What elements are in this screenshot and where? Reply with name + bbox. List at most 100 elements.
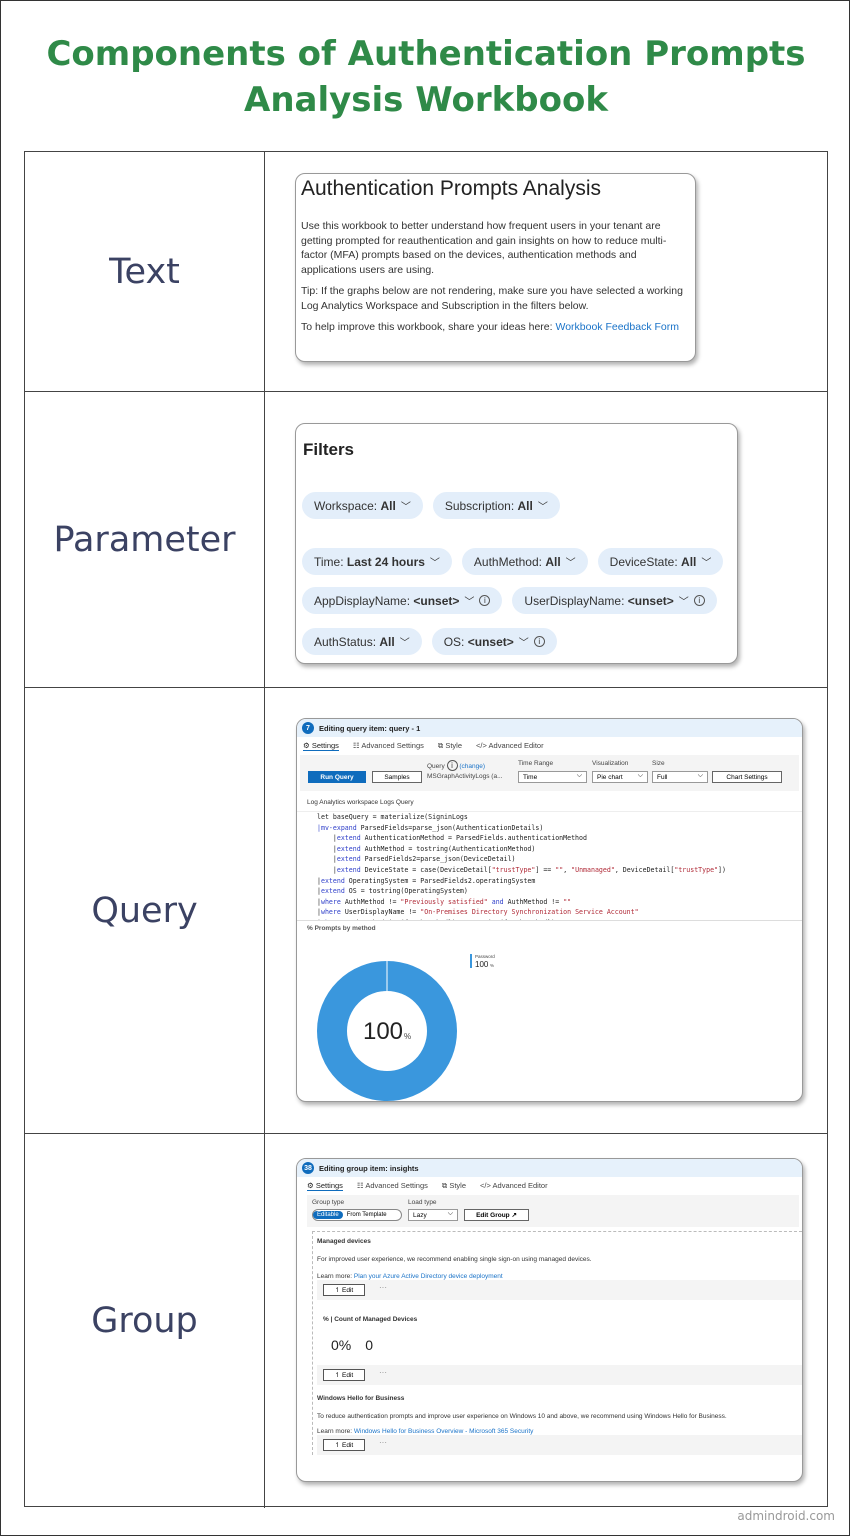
group-content: Managed devices For improved user experi… [312,1231,802,1455]
page-title: Components of Authentication Prompts Ana… [46,34,806,120]
legend-swatch [470,954,472,968]
row-label: Query [25,688,265,1133]
from-template-option[interactable]: From Template [346,1212,387,1218]
section-title: % | Count of Managed Devices [323,1316,418,1323]
section-title: Windows Hello for Business [317,1395,405,1402]
samples-button[interactable]: Samples [372,771,422,783]
edit-button[interactable]: ↿ Edit [323,1369,365,1381]
time-range-select[interactable]: Time [518,771,587,783]
load-type-select[interactable]: Lazy [408,1209,458,1221]
chip-label: DeviceState: [609,554,682,569]
change-link[interactable]: (change) [459,763,485,770]
filter-chip[interactable]: AppDisplayName: <unset>﹀i [302,587,503,614]
group-tabs: ⚙ Settings ☷ Advanced Settings ⧉ Style <… [297,1177,802,1195]
more-options[interactable]: ··· [379,1368,387,1377]
chevron-down-icon: ﹀ [400,502,411,513]
size-select[interactable]: Full [652,771,708,783]
edit-button[interactable]: ↿ Edit [323,1284,365,1296]
chip-value: All [681,554,697,569]
feedback-link[interactable]: Workbook Feedback Form [555,321,679,333]
chip-label: AuthMethod: [473,554,546,569]
tab-settings[interactable]: ⚙ Settings [303,741,339,751]
run-query-button[interactable]: Run Query [308,771,366,783]
row-label: Text [25,152,265,391]
info-icon[interactable]: i [693,595,705,606]
section-title: Managed devices [317,1238,371,1245]
filter-chip[interactable]: Subscription: All ﹀ [432,492,560,519]
components-table: Text Authentication Prompts Analysis Use… [24,151,828,1508]
chip-value: <unset> [627,593,674,608]
query-toolbar: Run Query Samples Query i (change) MSGra… [300,755,799,791]
filter-chip[interactable]: OS: <unset>﹀i [431,628,557,655]
chip-value: All [517,498,533,513]
tab-advanced-settings[interactable]: ☷ Advanced Settings [352,741,424,750]
legend-name: Password [475,954,495,959]
chip-value: All [379,634,395,649]
query-editor[interactable]: let baseQuery = materialize(SigninLogs |… [297,811,802,921]
filter-chip[interactable]: Workspace: All ﹀ [302,492,423,519]
chip-label: Time: [314,554,347,569]
filter-chip[interactable]: AuthStatus: All﹀ [302,628,422,655]
text-feedback: To help improve this workbook, share you… [301,320,690,335]
chip-label: OS: [443,634,468,649]
chip-label: Workspace: [314,498,381,513]
chart-settings-button[interactable]: Chart Settings [712,771,782,783]
filter-chip[interactable]: DeviceState: All ﹀ [597,548,724,575]
chip-label: AppDisplayName: [314,593,414,608]
tab-settings[interactable]: ⚙ Settings [307,1181,343,1191]
tab-style[interactable]: ⧉ Style [437,741,463,750]
chip-label: UserDisplayName: [524,593,628,608]
info-icon[interactable]: i [479,595,491,606]
parameter-panel: Filters Workspace: All﹀Subscription: All… [295,423,738,664]
text-tip: Tip: If the graphs below are not renderi… [301,285,683,312]
chevron-down-icon: ﹀ [565,558,576,569]
tab-advanced-editor[interactable]: </> Advanced Editor [476,741,544,750]
chevron-down-icon: ﹀ [518,638,529,649]
visualization-select[interactable]: Pie chart [592,771,648,783]
legend-unit: % [490,963,494,968]
info-icon[interactable]: i [533,636,545,647]
chip-value: All [545,554,561,569]
section-link[interactable]: Plan your Azure Active Directory device … [353,1273,503,1280]
row-parameter: Parameter Filters Workspace: All﹀Subscri… [25,392,827,688]
learn-more-label: Learn more: [317,1428,354,1435]
row-text: Text Authentication Prompts Analysis Use… [25,152,827,392]
item-badge: 38 [302,1162,314,1174]
edit-group-button[interactable]: Edit Group ↗ [464,1209,529,1221]
managed-percent: 0% [331,1337,352,1353]
chart-title: % Prompts by method [307,925,376,932]
chevron-down-icon: ﹀ [537,502,548,513]
section-text: To reduce authentication prompts and imp… [317,1413,727,1420]
group-type-toggle[interactable]: Editable From Template [312,1209,402,1221]
chevron-down-icon: ﹀ [701,558,712,569]
learn-more-label: Learn more: [317,1273,354,1280]
more-options[interactable]: ··· [379,1438,387,1447]
more-options[interactable]: ··· [379,1283,387,1292]
filter-chip[interactable]: AuthMethod: All ﹀ [461,548,588,575]
time-range-label: Time Range [518,760,554,767]
managed-count: 0 [365,1337,374,1353]
chip-value: All [380,498,396,513]
edit-button[interactable]: ↿ Edit [323,1439,365,1451]
query-value: MSGraphActivityLogs (a... [427,773,503,780]
text-heading: Authentication Prompts Analysis [301,177,601,200]
tab-advanced-editor[interactable]: </> Advanced Editor [480,1181,548,1190]
chip-value: <unset> [413,593,460,608]
donut-center-unit: % [404,1032,411,1041]
tab-style[interactable]: ⧉ Style [441,1181,467,1190]
text-panel: Authentication Prompts Analysis Use this… [295,173,696,362]
filter-chip[interactable]: Time: Last 24 hours﹀ [302,548,452,575]
size-label: Size [652,760,665,767]
query-label: Query [427,763,445,770]
chip-label: AuthStatus: [314,634,380,649]
section-link[interactable]: Windows Hello for Business Overview - Mi… [353,1428,534,1435]
donut-chart: 100 % Password 100 % [317,954,495,1101]
editable-option[interactable]: Editable [313,1211,343,1219]
tab-advanced-settings[interactable]: ☷ Advanced Settings [356,1181,428,1190]
chip-label: Subscription: [444,498,518,513]
filter-chip[interactable]: UserDisplayName: <unset>﹀i [512,587,717,614]
